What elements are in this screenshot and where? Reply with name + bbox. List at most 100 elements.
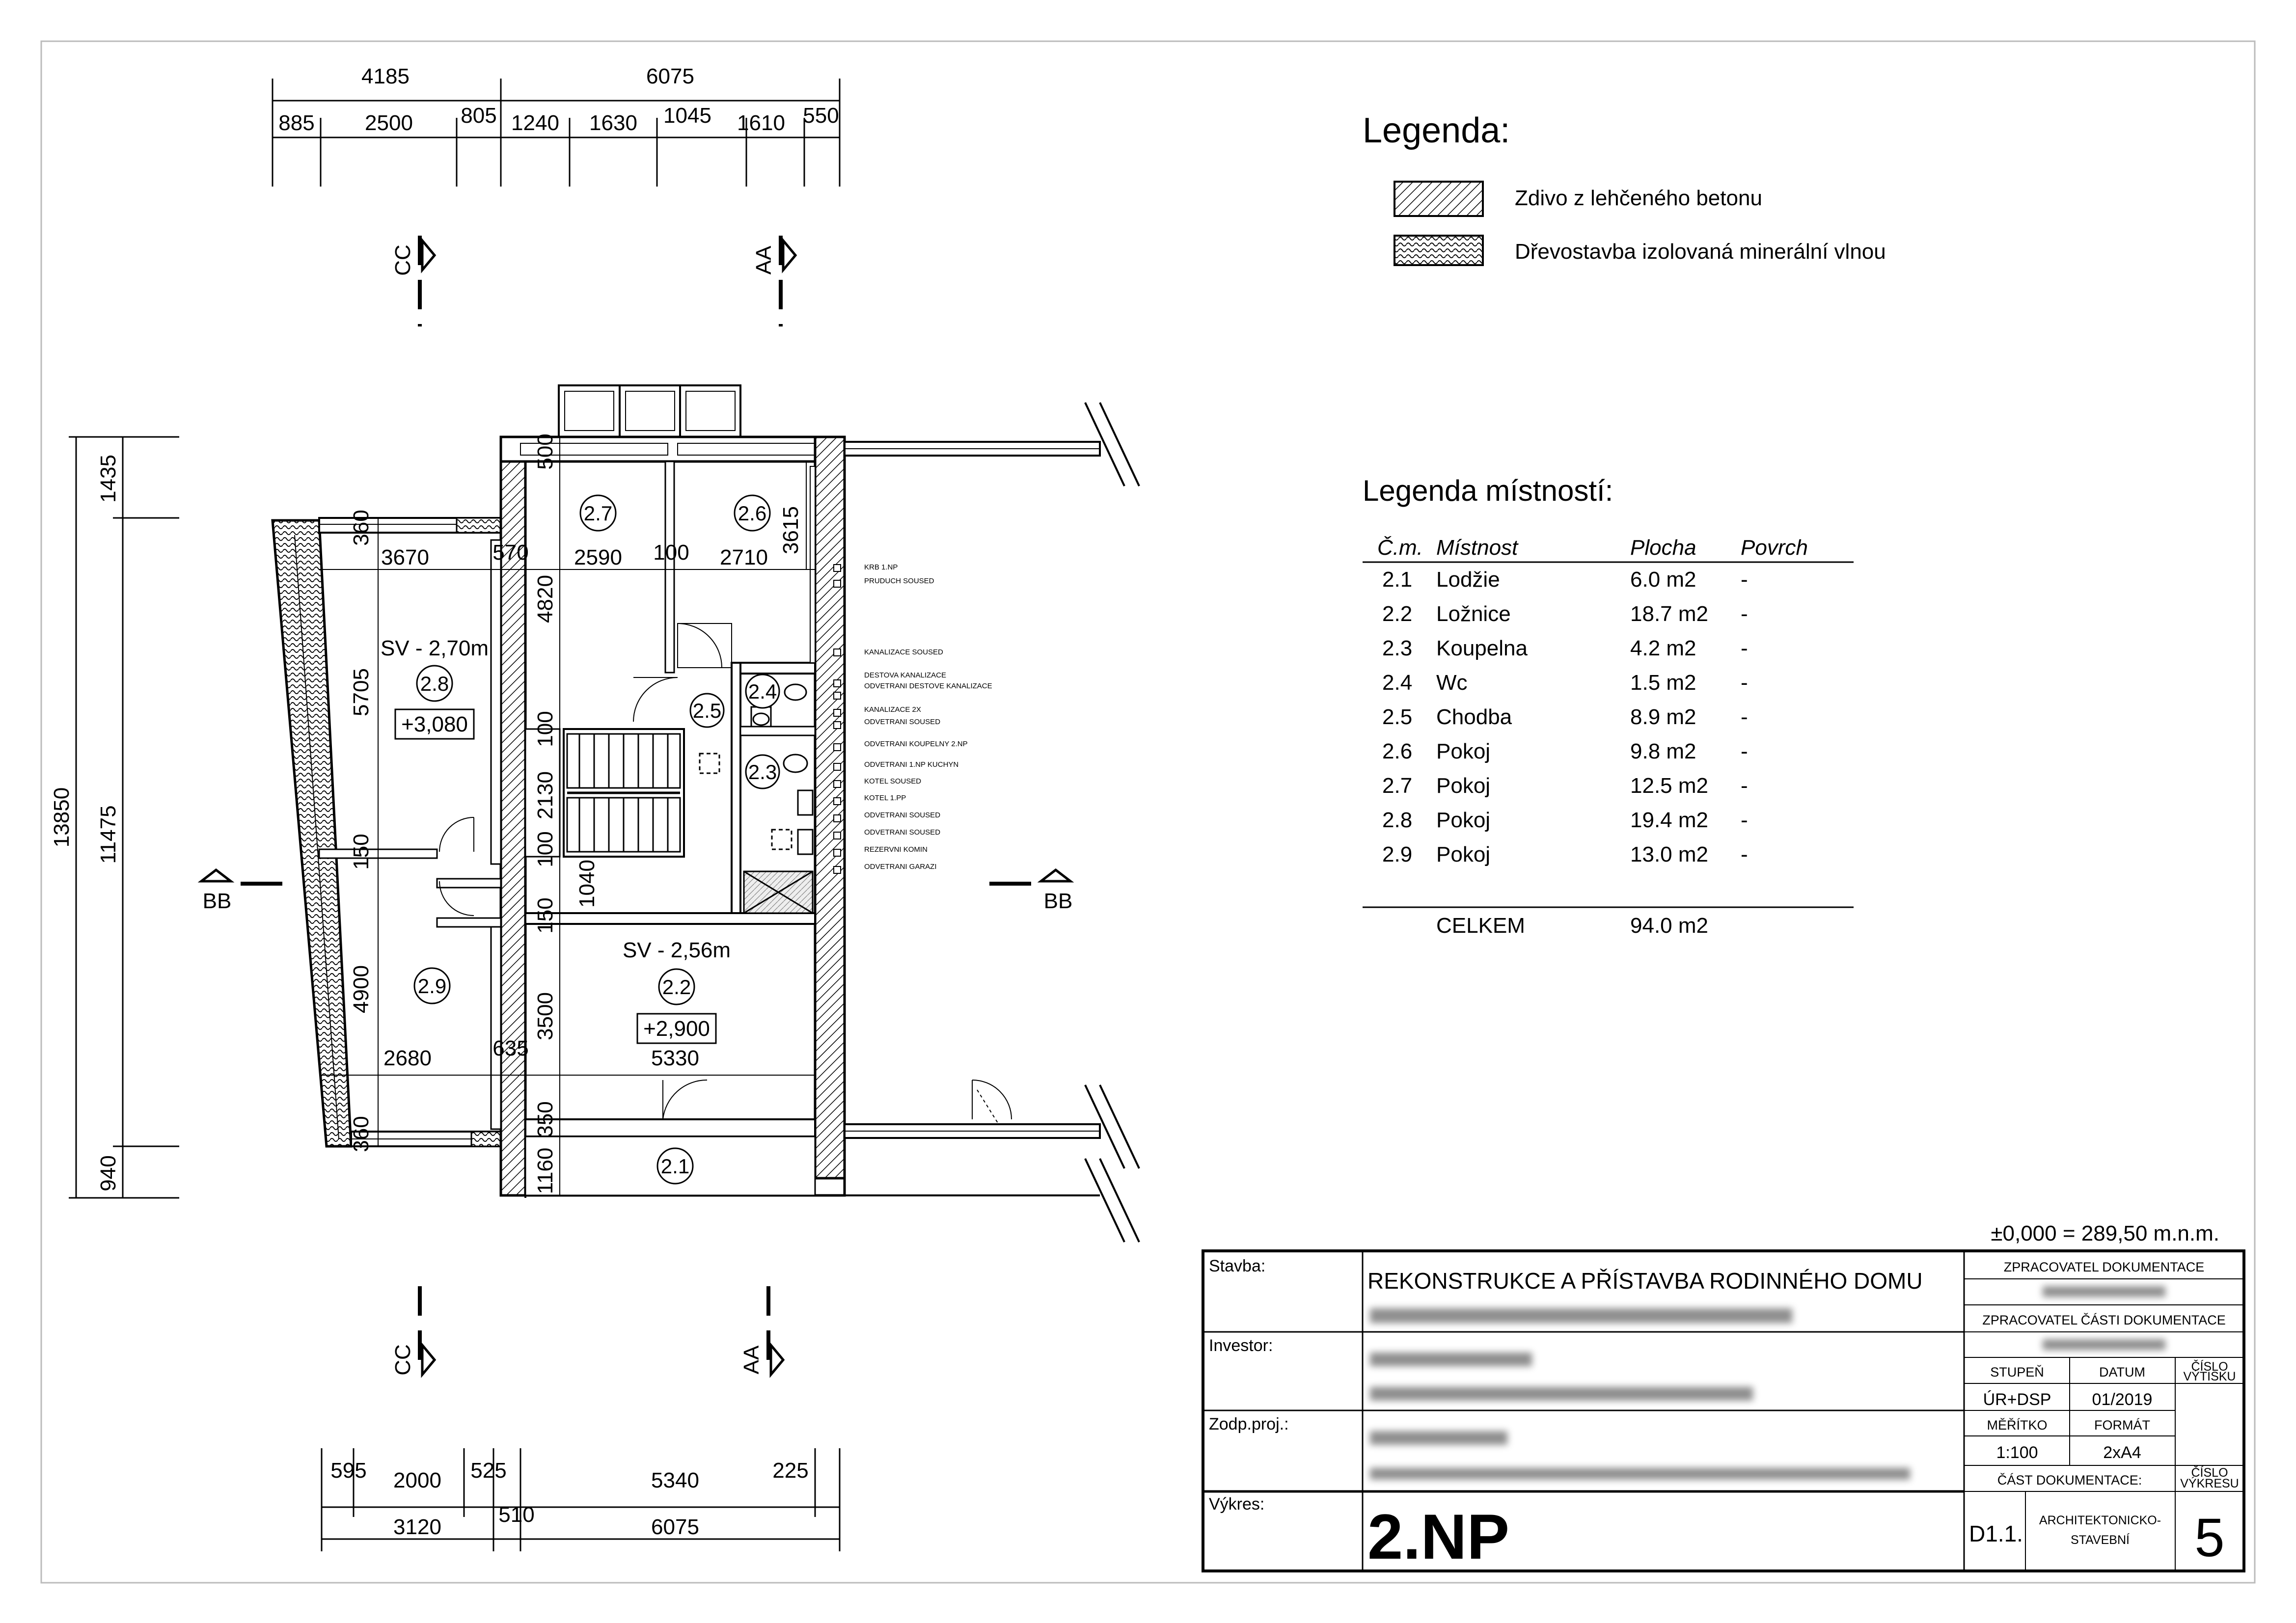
room-label-2-5: 2.5 xyxy=(689,693,725,728)
rooms-table-row: 2.7 Pokoj 12.5 m2 - xyxy=(1382,774,1748,798)
svg-text:AA: AA xyxy=(739,1345,764,1374)
dim-inner: 2680 xyxy=(383,1046,432,1070)
dim-bottom-3120: 3120 xyxy=(393,1515,441,1539)
svg-text:Ložnice: Ložnice xyxy=(1436,602,1511,626)
dim-inner: 150 xyxy=(533,897,557,933)
rooms-table-row: 2.9 Pokoj 13.0 m2 - xyxy=(1382,842,1748,866)
svg-text:19.4 m2: 19.4 m2 xyxy=(1630,808,1708,832)
dim-bottom-2000: 2000 xyxy=(393,1468,441,1492)
dim-top-885: 885 xyxy=(278,111,314,135)
svg-text:CC: CC xyxy=(391,1344,415,1376)
shaft-note: ODVETRANI GARAZI xyxy=(864,863,937,871)
rooms-table-row: 2.6 Pokoj 9.8 m2 - xyxy=(1382,739,1748,763)
rooms-table-row: 2.3 Koupelna 4.2 m2 - xyxy=(1382,636,1748,660)
shaft-note: ODVETRANI DESTOVE KANALIZACE xyxy=(864,682,992,690)
room-label-2-7: 2.7 xyxy=(579,494,617,532)
roof-window xyxy=(558,384,741,438)
svg-text:Koupelna: Koupelna xyxy=(1436,636,1528,660)
staircase xyxy=(566,733,681,853)
dim-inner: 100 xyxy=(653,541,689,565)
tb-vykres-value: 2.NP xyxy=(1367,1501,1509,1572)
bottom-dimensions xyxy=(321,1448,841,1551)
svg-text:13.0 m2: 13.0 m2 xyxy=(1630,842,1708,866)
floor-plan: KRB 1.NP PRUDUCH SOUSED KANALIZACE SOUSE… xyxy=(271,384,1140,1243)
svg-text:-: - xyxy=(1741,808,1748,832)
left-dimensions xyxy=(69,436,179,1199)
rooms-table-row: 2.1 Lodžie 6.0 m2 - xyxy=(1382,568,1748,592)
tb-redacted-zodp xyxy=(1370,1431,1910,1480)
tb-stavba-label: Stavba: xyxy=(1209,1257,1265,1275)
tb-redacted-zpracovatel xyxy=(2043,1286,2165,1297)
dim-inner: 3670 xyxy=(381,545,429,569)
svg-text:Lodžie: Lodžie xyxy=(1436,568,1500,592)
dim-inner: 360 xyxy=(349,510,373,545)
section-marker-cc-bottom: CC xyxy=(391,1286,437,1378)
interior-dimension-lines xyxy=(319,437,815,1195)
room-label-2-9: 2.9 xyxy=(413,967,451,1004)
dim-inner: 4820 xyxy=(533,575,557,623)
shaft-note: REZERVNI KOMIN xyxy=(864,845,928,854)
dim-bottom-510: 510 xyxy=(498,1503,534,1527)
legend-title: Legenda: xyxy=(1363,111,1510,150)
shaft-note: ODVETRANI SOUSED xyxy=(864,828,940,837)
section-marker-bb-left: BB xyxy=(197,868,282,913)
dim-inner: 1040 xyxy=(575,860,599,908)
svg-text:Wc: Wc xyxy=(1436,671,1468,695)
svg-text:-: - xyxy=(1741,739,1748,763)
svg-text:Plocha: Plocha xyxy=(1630,536,1696,560)
tb-meritko-label: MĚŘÍTKO xyxy=(1987,1417,2047,1433)
svg-text:2.4: 2.4 xyxy=(1382,671,1412,695)
shaft-note: KRB 1.NP xyxy=(864,563,898,571)
svg-text:Pokoj: Pokoj xyxy=(1436,774,1490,798)
dim-bottom-6075: 6075 xyxy=(651,1515,699,1539)
svg-text:6.0 m2: 6.0 m2 xyxy=(1630,568,1696,592)
dim-top-1610: 1610 xyxy=(737,111,785,135)
svg-text:Zdivo z lehčeného betonu: Zdivo z lehčeného betonu xyxy=(1515,186,1762,210)
shaft-note: DESTOVA KANALIZACE xyxy=(864,671,946,679)
dim-inner: 635 xyxy=(492,1036,528,1060)
svg-text:8.9 m2: 8.9 m2 xyxy=(1630,705,1696,729)
svg-text:Pokoj: Pokoj xyxy=(1436,842,1490,866)
tb-zpracovatel-casti: ZPRACOVATEL ČÁSTI DOKUMENTACE xyxy=(1982,1312,2226,1327)
svg-text:2.8: 2.8 xyxy=(1382,808,1412,832)
rooms-table-row: 2.8 Pokoj 19.4 m2 - xyxy=(1382,808,1748,832)
tb-redacted-zpracovatel-casti xyxy=(2043,1339,2165,1350)
svg-text:Místnost: Místnost xyxy=(1436,536,1519,560)
timber-wall-left xyxy=(271,519,353,1148)
legend-item-wool: Dřevostavba izolovaná minerální vlnou xyxy=(1394,235,1886,266)
svg-text:+3,080: +3,080 xyxy=(401,712,468,736)
tb-datum-label: DATUM xyxy=(2099,1365,2145,1380)
tb-datum-value: 01/2019 xyxy=(2092,1390,2153,1409)
svg-text:1.5 m2: 1.5 m2 xyxy=(1630,671,1696,695)
svg-text:2.7: 2.7 xyxy=(584,502,612,525)
dim-inner: 2590 xyxy=(574,545,622,569)
svg-text:-: - xyxy=(1741,568,1748,592)
dim-inner: 5705 xyxy=(349,668,373,716)
svg-text:-: - xyxy=(1741,671,1748,695)
svg-text:-: - xyxy=(1741,636,1748,660)
rooms-legend-title: Legenda místností: xyxy=(1363,474,1613,507)
svg-text:2.1: 2.1 xyxy=(661,1155,689,1178)
rooms-table-row: 2.4 Wc 1.5 m2 - xyxy=(1382,671,1748,695)
tb-stavba-value: REKONSTRUKCE A PŘÍSTAVBA RODINNÉHO DOMU xyxy=(1367,1268,1923,1294)
svg-text:2.1: 2.1 xyxy=(1382,568,1412,592)
section-marker-aa-top: AA xyxy=(752,236,797,326)
svg-text:BB: BB xyxy=(1044,889,1073,913)
shaft-note: ODVETRANI 1.NP KUCHYN xyxy=(864,760,958,769)
svg-text:2.9: 2.9 xyxy=(1382,842,1412,866)
tb-investor-label: Investor: xyxy=(1209,1336,1273,1355)
tb-cast-code: D1.1. xyxy=(1969,1521,2023,1546)
svg-text:Č.m.: Č.m. xyxy=(1377,535,1423,560)
svg-text:2.2: 2.2 xyxy=(662,975,691,999)
tb-cislo-vykresu-1: ČÍSLO xyxy=(2191,1465,2228,1480)
dim-inner: 1160 xyxy=(533,1148,557,1194)
shaft-note: KANALIZACE 2X xyxy=(864,705,921,714)
dim-top-6075: 6075 xyxy=(646,64,694,88)
shaft-openings xyxy=(833,564,841,874)
svg-text:Chodba: Chodba xyxy=(1436,705,1512,729)
svg-text:2.6: 2.6 xyxy=(1382,739,1412,763)
tb-meritko-value: 1:100 xyxy=(1996,1443,2038,1462)
tb-cast-name-1: ARCHITEKTONICKO- xyxy=(2039,1514,2161,1527)
dim-inner: 150 xyxy=(349,834,373,869)
svg-text:AA: AA xyxy=(752,245,776,274)
